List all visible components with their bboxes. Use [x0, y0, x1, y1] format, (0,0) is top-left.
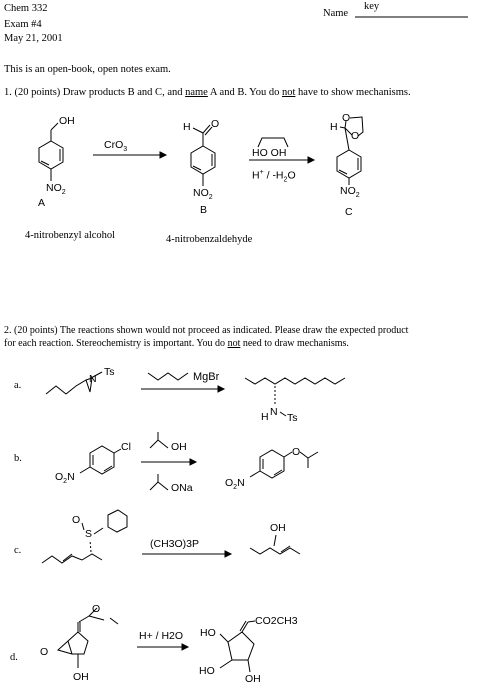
part-c-label: c. — [14, 545, 22, 556]
c-no2-label: NO2 — [340, 185, 360, 200]
molecule-c — [336, 116, 364, 185]
chloronitrobenzene — [79, 445, 122, 475]
isopropoxide — [149, 481, 169, 491]
reagent-diol: HO OH — [252, 147, 287, 159]
sulfoxide — [41, 509, 128, 564]
grignard-chain — [147, 372, 189, 381]
label-c: C — [345, 206, 353, 218]
date-label: May 21, 2001 — [4, 33, 63, 44]
a-no2-label: NO2 — [46, 182, 66, 197]
b-cl: Cl — [121, 441, 131, 453]
c-o-bottom: O — [351, 130, 360, 142]
epoxide-ester — [56, 607, 119, 668]
product-d — [219, 620, 256, 673]
a-mgbr: MgBr — [193, 371, 220, 383]
course-label: Chem 332 — [4, 3, 48, 14]
b-prod-o: O — [292, 446, 301, 458]
molecule-b — [190, 124, 216, 186]
name-a: 4-nitrobenzyl alcohol — [25, 230, 116, 241]
d-oh: OH — [73, 671, 89, 683]
c-reagent: (CH3O)3P — [150, 538, 200, 550]
diol-bridge — [257, 137, 289, 148]
a-prod-ts: Ts — [287, 412, 298, 424]
name-label: Name — [323, 8, 349, 19]
d-o-epox: O — [40, 646, 49, 658]
a-prod-h: H — [261, 411, 269, 423]
a-ts-label: Ts — [104, 366, 115, 378]
b-no2-label: NO2 — [193, 187, 213, 202]
c-h-label: H — [330, 121, 338, 133]
molecule-a — [38, 122, 64, 181]
aziridine — [45, 371, 103, 395]
d-prod-oh: OH — [245, 673, 261, 685]
a-oh-label: OH — [59, 115, 75, 127]
d-prod-ho1: HO — [200, 627, 216, 639]
c-prod-oh: OH — [270, 522, 286, 534]
d-reagent: H+ / H2O — [139, 630, 184, 642]
b-reagent-ona: ONa — [171, 482, 193, 494]
label-a: A — [38, 197, 46, 209]
b-h-label: H — [183, 121, 191, 133]
name-b: 4-nitrobenzaldehyde — [166, 234, 253, 245]
part-b-label: b. — [14, 453, 22, 464]
intro-text: This is an open-book, open notes exam. — [4, 64, 171, 75]
d-prod-ho2: HO — [199, 665, 215, 677]
d-prod-co2ch3: CO2CH3 — [255, 615, 298, 627]
b-prod-o2n: O2N — [225, 477, 245, 492]
b-reagent-oh: OH — [171, 441, 187, 453]
c-o-top: O — [342, 112, 351, 124]
q1-text: 1. (20 points) Draw products B and C, an… — [4, 87, 411, 98]
reagent-cro3: CrO3 — [104, 139, 128, 154]
c-o: O — [72, 514, 81, 526]
a-prod-n: N — [270, 406, 278, 418]
isopropanol — [149, 439, 169, 449]
product-a — [244, 377, 346, 417]
product-b — [249, 449, 319, 479]
q2-line1: 2. (20 points) The reactions shown would… — [4, 325, 409, 336]
c-s: S — [85, 528, 93, 540]
b-o-label: O — [211, 118, 220, 130]
part-a-label: a. — [14, 380, 22, 391]
b-o2n: O2N — [55, 471, 75, 486]
a-n-label: N — [89, 373, 97, 385]
reagent-acid: H+ / -H2O — [252, 169, 296, 184]
exam-label: Exam #4 — [4, 19, 42, 30]
q2-line2: for each reaction. Stereochemistry is im… — [4, 338, 349, 349]
part-d-label: d. — [10, 652, 18, 663]
name-value: key — [364, 1, 380, 12]
product-c — [249, 534, 301, 555]
label-b: B — [200, 204, 208, 216]
